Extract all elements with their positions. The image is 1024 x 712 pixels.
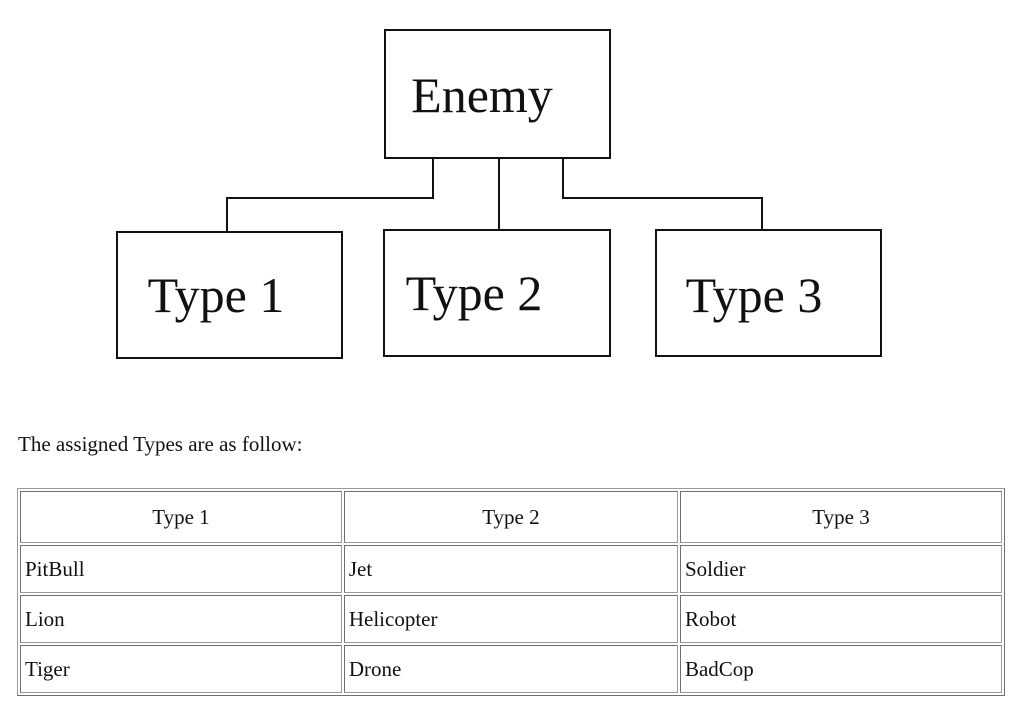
table-cell: Soldier: [679, 545, 1002, 593]
node-type-1-label: Type 1: [148, 267, 285, 323]
table-cell: PitBull: [20, 545, 342, 593]
table-cell: Helicopter: [343, 595, 678, 643]
node-enemy-box: [384, 29, 611, 159]
table-header-cell: Type 2: [343, 491, 678, 543]
table-cell: Lion: [20, 595, 342, 643]
node-enemy-label: Enemy: [411, 67, 553, 123]
connector-type-3: [562, 158, 763, 230]
node-type-1: Type 1: [116, 231, 343, 359]
node-type-3-label: Type 3: [686, 267, 823, 323]
table-row: Tiger Drone BadCop: [20, 645, 1002, 693]
node-enemy: Enemy: [384, 29, 611, 159]
connector-type-1: [226, 158, 434, 232]
node-type-2-box: [383, 229, 611, 357]
table-cell: BadCop: [679, 645, 1002, 693]
node-type-3-box: [655, 229, 882, 357]
table-header-cell: Type 3: [679, 491, 1002, 543]
table-row: Lion Helicopter Robot: [20, 595, 1002, 643]
table-cell: Drone: [343, 645, 678, 693]
types-table: Type 1 Type 2 Type 3 PitBull Jet Soldier…: [17, 488, 1005, 696]
table-row: PitBull Jet Soldier: [20, 545, 1002, 593]
node-type-3: Type 3: [655, 229, 882, 357]
connector-lines: [226, 158, 763, 232]
table-header-row: Type 1 Type 2 Type 3: [20, 491, 1002, 543]
table-cell: Jet: [343, 545, 678, 593]
hierarchy-diagram: Enemy Type 1 Type 2 Type 3: [116, 29, 882, 359]
table-header-cell: Type 1: [20, 491, 342, 543]
node-type-2: Type 2: [383, 229, 611, 357]
node-type-2-label: Type 2: [406, 265, 543, 321]
intro-text: The assigned Types are as follow:: [18, 432, 303, 456]
table-cell: Robot: [679, 595, 1002, 643]
node-type-1-box: [116, 231, 343, 359]
table-cell: Tiger: [20, 645, 342, 693]
